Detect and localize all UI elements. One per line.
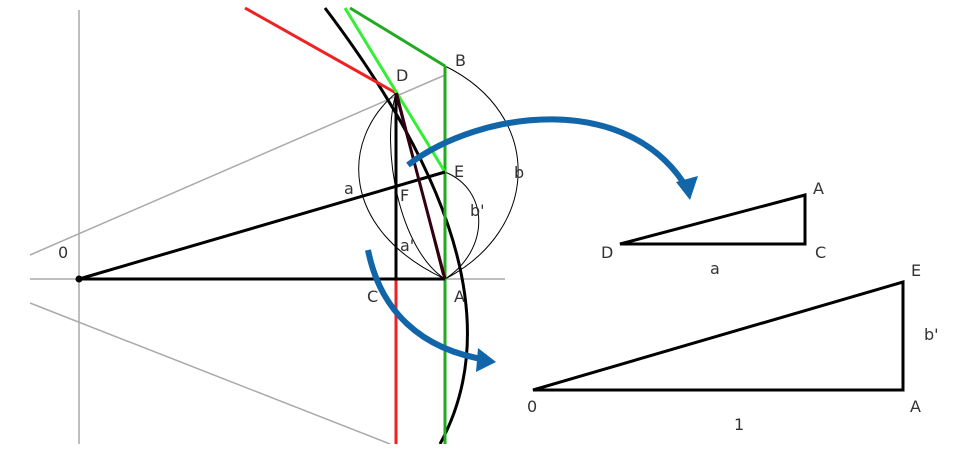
arc-b-prime [444,171,480,280]
small-triangle-label-D: D [601,243,613,262]
blue-arrow-lower [365,249,489,363]
blue-arrowhead-upper [676,176,698,200]
small-triangle-label-C: C [815,243,826,262]
large-triangle-label-b-prime: b' [924,325,939,344]
blue-arrow-upper [406,116,691,192]
large-triangle [532,279,905,392]
arc-b [444,65,519,280]
label-D: D [396,66,408,85]
label-B: B [455,51,466,70]
label-A: A [454,287,465,306]
label-a-prime: a' [400,236,414,255]
arc-a [358,92,446,280]
red-line-upper [244,6,397,95]
green-line-upper [349,6,446,68]
light-green-tangent [343,7,447,173]
label-C: C [367,287,378,306]
large-triangle-label-A: A [910,397,921,416]
arc-a-prime [390,92,446,280]
small-triangle-label-a: a [710,259,720,278]
large-triangle-label-O: 0 [527,397,537,416]
line-D-A-second [396,92,444,276]
label-E: E [454,162,464,181]
large-triangle-label-E: E [911,261,921,280]
label-b: b [514,163,524,182]
line-O-E [78,170,446,281]
small-triangle [619,193,807,246]
large-triangle-label-base: 1 [734,415,744,434]
origin-point [75,275,83,283]
label-a: a [344,179,354,198]
gray-ray-lower [29,302,391,444]
small-triangle-label-A: A [813,179,824,198]
label-origin: 0 [58,243,68,262]
gray-ray-upper [29,74,446,256]
label-F: F [400,186,409,205]
label-b-prime: b' [470,201,485,220]
blue-arrowhead-lower [476,348,496,372]
